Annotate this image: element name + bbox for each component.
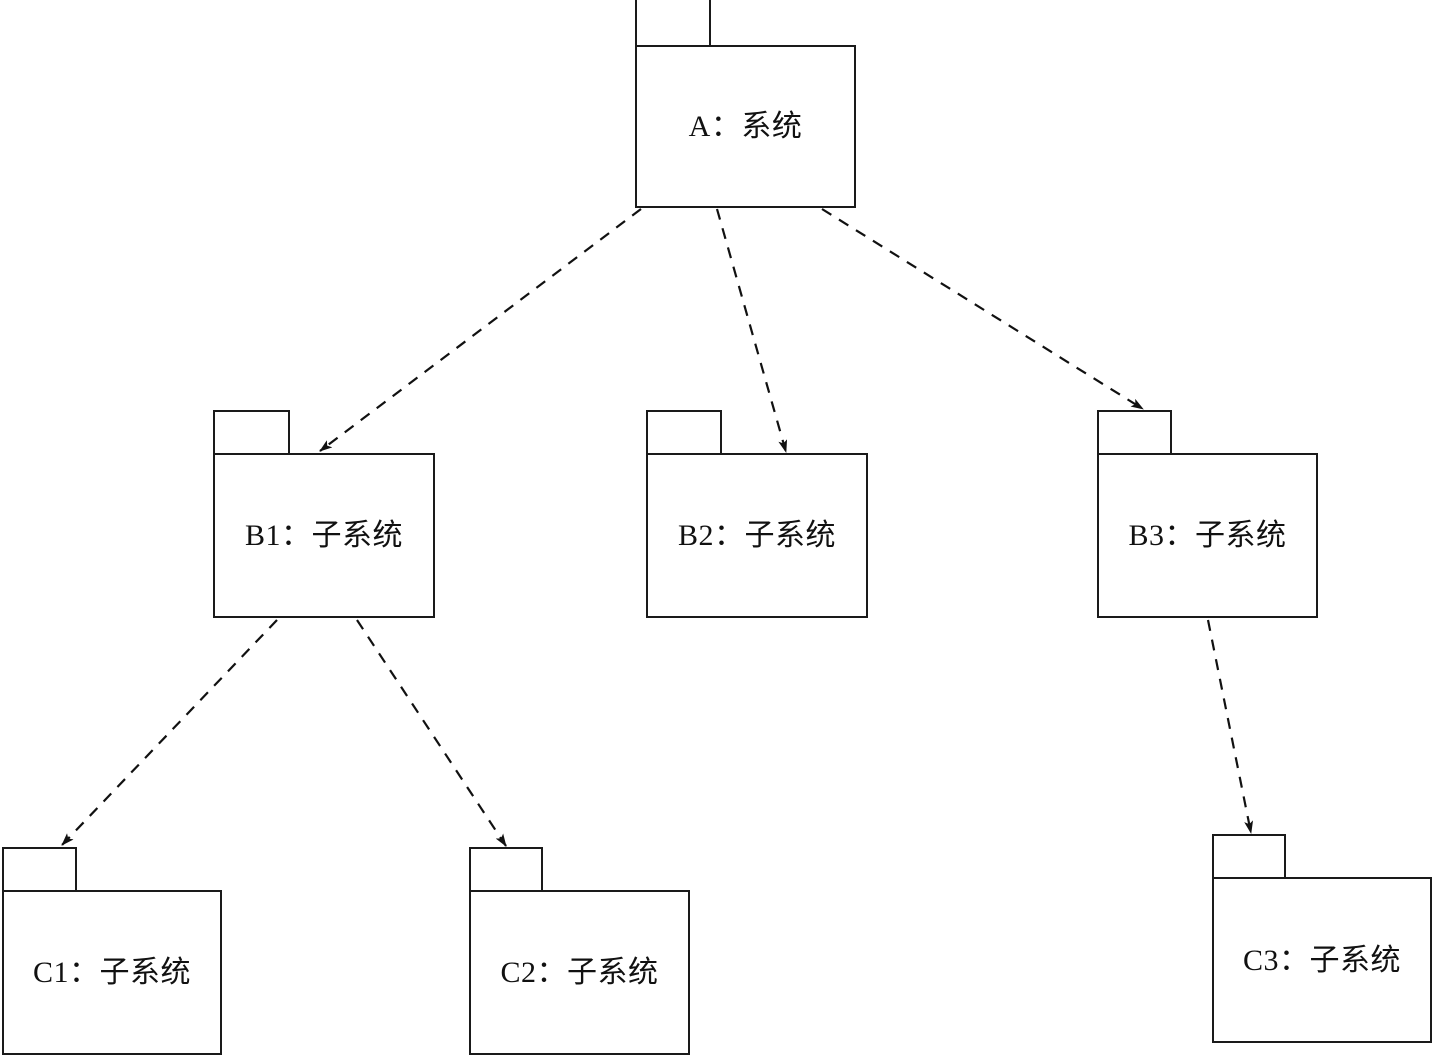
- package-A-label: A：系统: [688, 110, 803, 143]
- package-B3-label: B3：子系统: [1128, 519, 1287, 552]
- package-A-body: A：系统: [635, 45, 856, 208]
- package-B3-body: B3：子系统: [1097, 453, 1318, 618]
- package-C2-label: C2：子系统: [500, 956, 659, 989]
- package-C1-tab: [2, 847, 77, 892]
- package-C2-body: C2：子系统: [469, 890, 690, 1055]
- package-C2-tab: [469, 847, 543, 892]
- package-C1-body: C1：子系统: [2, 890, 222, 1055]
- dependency-edge-A-B2: [715, 208, 788, 453]
- package-B2-tab: [646, 410, 722, 455]
- dependency-edge-B1-C1: [61, 619, 278, 846]
- package-C3-body: C3：子系统: [1212, 877, 1432, 1043]
- package-B2-body: B2：子系统: [646, 453, 868, 618]
- package-A-tab: [635, 0, 711, 47]
- package-B1-body: B1：子系统: [213, 453, 435, 618]
- dependency-edge-B1-C2: [356, 619, 507, 847]
- dependency-edge-A-B1: [319, 208, 642, 452]
- package-B3-tab: [1097, 410, 1172, 455]
- package-C3-label: C3：子系统: [1242, 943, 1401, 977]
- package-B2-label: B2：子系统: [677, 519, 836, 552]
- dependency-edge-A-B3: [821, 208, 1144, 410]
- package-B1-tab: [213, 410, 290, 455]
- package-C3-tab: [1212, 834, 1286, 879]
- package-C1-label: C1：子系统: [32, 956, 191, 989]
- package-B1-label: B1：子系统: [244, 519, 403, 552]
- dependency-edge-B3-C3: [1206, 619, 1254, 834]
